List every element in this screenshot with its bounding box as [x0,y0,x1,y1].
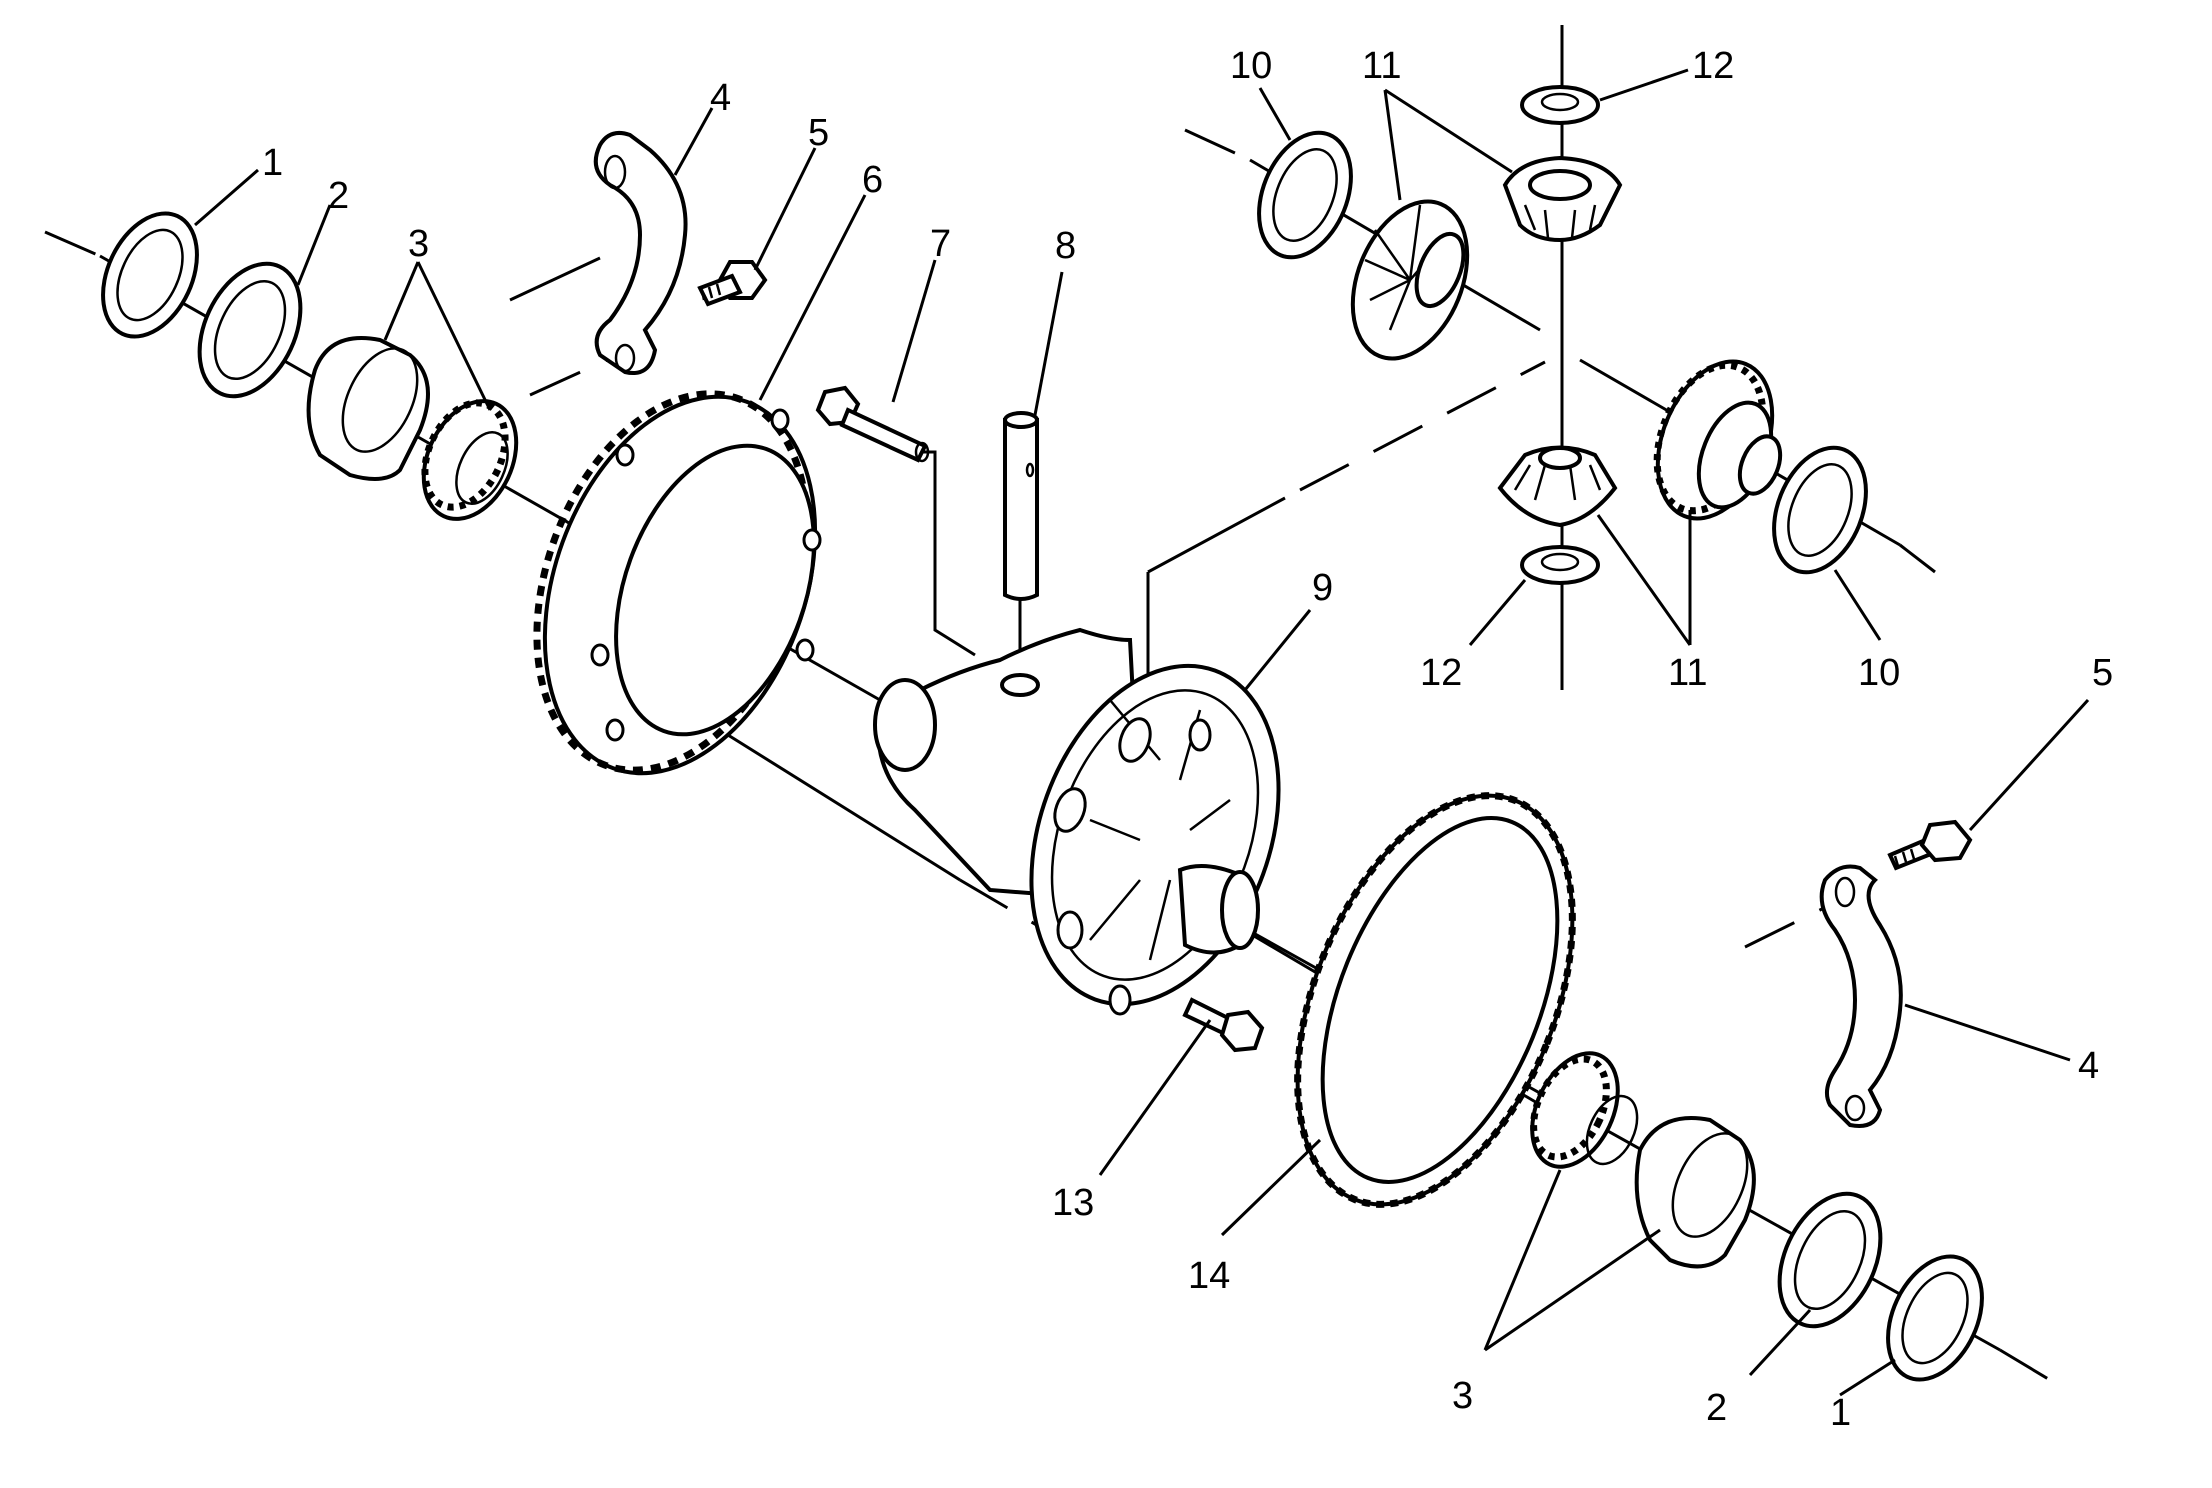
callout-9: 9 [1312,567,1333,609]
pinion-shaft-bolt [815,385,930,463]
bearing-cup-left [306,336,430,481]
callout-14: 14 [1188,1255,1230,1297]
bearing-cap-upper [593,131,688,375]
axis-side-right-dash [1899,543,1936,574]
callout-2-left: 2 [328,175,349,217]
callout-10-upper: 10 [1230,45,1272,87]
ring-gear-bolt [1182,997,1265,1053]
callout-3-lower: 3 [1452,1375,1473,1417]
bearing-cup-right [1634,1116,1756,1269]
leader-lines [194,68,2090,1397]
pinion-gear-bottom [1497,445,1618,528]
axis-case-diag-a [1147,496,1286,574]
callout-1-left: 1 [262,142,283,184]
callout-11-lower: 11 [1668,652,1707,694]
callout-12-lower: 12 [1420,652,1462,694]
side-gear-left [1350,199,1470,361]
shim-2-right [1777,1191,1883,1329]
callout-13: 13 [1052,1182,1094,1224]
callout-5-upper: 5 [808,112,829,154]
callout-7: 7 [930,223,951,265]
axis-main-right-dash [1999,1348,2071,1394]
callout-5-lower: 5 [2092,652,2113,694]
shim-1-right [1886,1254,1984,1382]
callout-2-lower: 2 [1706,1387,1727,1429]
axis-case-diag-dash [1299,360,1546,492]
callout-6: 6 [862,159,883,201]
callout-10-lower: 10 [1858,652,1900,694]
callout-3-left: 3 [408,223,429,265]
cap-bolt-lower [1887,819,1973,871]
side-gear-washer-left [1257,130,1353,260]
axis-side-left-dash [1184,128,1251,162]
ring-gear [533,390,822,776]
callout-12-upper: 12 [1692,45,1734,87]
bolt7-axis [920,450,976,657]
differential-case [873,627,1281,1016]
pinion-washer-top [1520,85,1600,125]
pinion-washer-bottom [1520,545,1600,585]
bearing-cone-left [421,399,519,521]
bearing-cap-lower [1819,864,1903,1128]
shim-2-left [197,261,303,399]
pinion-shaft [1003,411,1039,601]
callout-11-upper: 11 [1362,45,1401,87]
callout-labels: 1 2 3 4 5 6 7 8 9 10 11 12 12 11 10 5 4 … [262,45,2113,1434]
callout-8: 8 [1055,225,1076,267]
side-gear-washer-right [1772,445,1868,575]
callout-1-lower: 1 [1830,1392,1851,1434]
shim-1-left [101,211,199,339]
bearing-cone-right [1530,1051,1639,1169]
callout-4-lower: 4 [2078,1045,2099,1087]
axis-cap-upper-a [509,256,601,302]
axis-main-left-dash [44,230,101,258]
pinion-gear-top [1502,155,1623,243]
side-gear-right [1653,359,1783,521]
callout-4-upper: 4 [710,77,731,119]
axis-cap-lower-dash [1744,903,1831,949]
cap-bolt-upper [697,260,768,307]
tone-ring [1294,792,1576,1208]
